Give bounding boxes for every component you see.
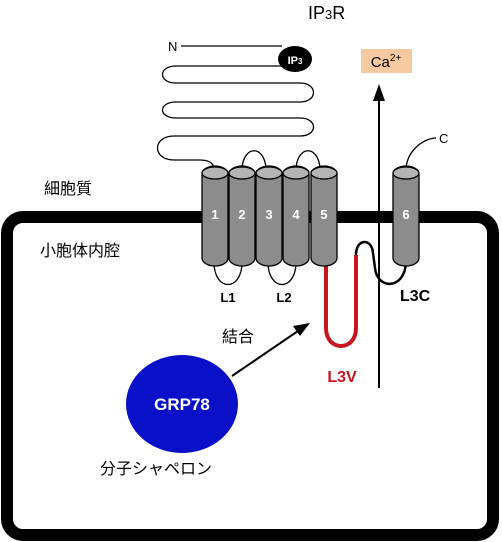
ip3-badge-label: IP3 — [288, 55, 303, 67]
ip3-badge — [278, 46, 312, 72]
chaperone-caption: 分子シャペロン — [100, 459, 212, 478]
helix-5: 5 — [310, 165, 338, 267]
diagram-title: IP3R — [308, 3, 345, 23]
helix-1: 1 — [201, 165, 229, 267]
binding-arrowhead — [293, 323, 310, 336]
grp78-label: GRP78 — [154, 395, 210, 414]
cyto-loop-2-3 — [241, 150, 267, 169]
c-terminal-segment — [405, 137, 437, 169]
l2-label: L2 — [276, 290, 291, 305]
ca-ion-label: Ca2+ — [371, 53, 402, 71]
helix-5-label: 5 — [320, 207, 327, 222]
grp78-chaperone — [126, 355, 238, 453]
helix-6: 6 — [392, 165, 420, 267]
ca-ion-box — [361, 49, 412, 73]
l3v-label: L3V — [327, 369, 357, 386]
l3c-label: L3C — [400, 288, 431, 305]
l1-loop — [213, 261, 243, 286]
l2-loop — [267, 261, 297, 286]
l3v-loop — [324, 255, 358, 348]
er-lumen-label: 小胞体内腔 — [40, 241, 120, 260]
helix-3: 3 — [255, 165, 283, 267]
cyto-loop-4-5 — [295, 150, 321, 169]
cytosol-label: 細胞質 — [44, 179, 92, 198]
l3c-loop — [354, 240, 408, 286]
l1-label: L1 — [220, 290, 235, 305]
binding-label: 結合 — [222, 327, 254, 346]
c-terminus-label: C — [439, 131, 448, 146]
helix-6-label: 6 — [402, 207, 409, 222]
helix-4-label: 4 — [292, 207, 300, 222]
n-terminus-label: N — [168, 39, 177, 54]
helix-2: 2 — [228, 165, 256, 267]
helix-4: 4 — [282, 165, 310, 267]
helix-1-label: 1 — [211, 207, 218, 222]
ca-release-arrowhead — [373, 84, 385, 101]
binding-arrow — [231, 330, 299, 377]
helix-2-label: 2 — [238, 207, 245, 222]
n-terminal-domain-loops — [157, 59, 315, 173]
helix-3-label: 3 — [265, 207, 272, 222]
